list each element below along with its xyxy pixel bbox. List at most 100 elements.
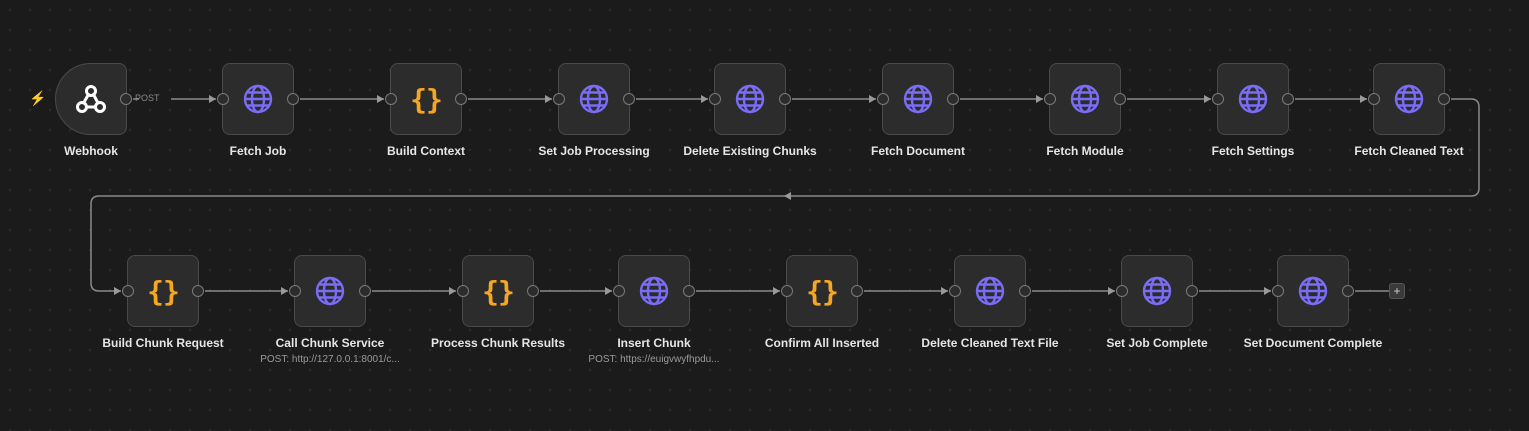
output-port[interactable]: [120, 93, 132, 105]
connection-arrow: [1264, 287, 1271, 295]
output-port[interactable]: [192, 285, 204, 297]
input-port[interactable]: [385, 93, 397, 105]
input-port[interactable]: [613, 285, 625, 297]
output-port[interactable]: [287, 93, 299, 105]
input-port[interactable]: [1272, 285, 1284, 297]
node-set-document-complete[interactable]: Set Document Complete: [1244, 255, 1382, 350]
braces-icon: {}: [410, 82, 443, 116]
node-label: Delete Cleaned Text File: [921, 336, 1059, 350]
connection-arrow: [114, 287, 121, 295]
connection-arrow: [545, 95, 552, 103]
braces-icon: {}: [147, 274, 180, 308]
globe-icon: [638, 275, 670, 307]
connection-arrow: [1204, 95, 1211, 103]
node-subtitle: POST: http://127.0.0.1:8001/c...: [260, 354, 400, 365]
webhook-icon: [74, 82, 108, 116]
input-port[interactable]: [553, 93, 565, 105]
input-port[interactable]: [877, 93, 889, 105]
node-delete-cleaned-text-file[interactable]: Delete Cleaned Text File: [921, 255, 1059, 350]
braces-icon: {}: [482, 274, 515, 308]
add-node-button[interactable]: +: [1389, 283, 1405, 299]
node-set-job-complete[interactable]: Set Job Complete: [1106, 255, 1208, 350]
output-port[interactable]: [683, 285, 695, 297]
globe-icon: [578, 83, 610, 115]
globe-icon: [902, 83, 934, 115]
output-port[interactable]: [359, 285, 371, 297]
node-label: Call Chunk Service: [275, 336, 385, 350]
connection-arrow: [773, 287, 780, 295]
input-port[interactable]: [1044, 93, 1056, 105]
node-fetch-module[interactable]: Fetch Module: [1044, 63, 1126, 158]
globe-icon: [1237, 83, 1269, 115]
node-subtitle: POST: https://euigvwyfhpdu...: [588, 354, 720, 365]
node-label: Set Job Processing: [538, 144, 650, 158]
connection-arrow: [377, 95, 384, 103]
node-build-chunk-request[interactable]: {} Build Chunk Request: [102, 255, 224, 350]
globe-icon: [1069, 83, 1101, 115]
output-port[interactable]: [947, 93, 959, 105]
node-label: Build Chunk Request: [102, 336, 224, 350]
connection-arrow: [1360, 95, 1367, 103]
node-build-context[interactable]: {}Build Context: [385, 63, 467, 158]
node-set-job-processing[interactable]: Set Job Processing: [538, 63, 650, 158]
output-port[interactable]: [455, 93, 467, 105]
connection-arrow: [449, 287, 456, 295]
output-port[interactable]: [1342, 285, 1354, 297]
output-port[interactable]: [527, 285, 539, 297]
input-port[interactable]: [781, 285, 793, 297]
node-label: Webhook: [64, 144, 118, 158]
output-port[interactable]: [779, 93, 791, 105]
output-port[interactable]: [1438, 93, 1450, 105]
input-port[interactable]: [1116, 285, 1128, 297]
node-label: Delete Existing Chunks: [683, 144, 817, 158]
input-port[interactable]: [709, 93, 721, 105]
node-fetch-job[interactable]: Fetch Job: [217, 63, 299, 158]
connection-arrow: [281, 287, 288, 295]
globe-icon: [1393, 83, 1425, 115]
globe-icon: [734, 83, 766, 115]
braces-icon: {}: [806, 274, 839, 308]
input-port[interactable]: [1212, 93, 1224, 105]
output-port[interactable]: [1282, 93, 1294, 105]
input-port[interactable]: [217, 93, 229, 105]
node-delete-existing-chunks[interactable]: Delete Existing Chunks: [683, 63, 817, 158]
output-port[interactable]: [1114, 93, 1126, 105]
connection-arrow: [701, 95, 708, 103]
node-fetch-settings[interactable]: Fetch Settings: [1212, 63, 1294, 158]
input-port[interactable]: [289, 285, 301, 297]
node-process-chunk-results[interactable]: {}Process Chunk Results: [431, 255, 565, 350]
node-label: Fetch Module: [1046, 144, 1124, 158]
output-port[interactable]: [623, 93, 635, 105]
connection-label-post: POST: [135, 93, 160, 103]
input-port[interactable]: [1368, 93, 1380, 105]
input-port[interactable]: [949, 285, 961, 297]
output-port[interactable]: [1186, 285, 1198, 297]
connection-arrow: [869, 95, 876, 103]
connection-arrow: [941, 287, 948, 295]
connection-arrow: [1036, 95, 1043, 103]
globe-icon: [1297, 275, 1329, 307]
connection-direction-arrow: [784, 192, 791, 200]
output-port[interactable]: [851, 285, 863, 297]
globe-icon: [242, 83, 274, 115]
node-label: Set Job Complete: [1106, 336, 1208, 350]
node-label: Fetch Settings: [1211, 144, 1295, 158]
output-port[interactable]: [1019, 285, 1031, 297]
node-webhook[interactable]: Webhook: [55, 63, 132, 158]
node-label: Fetch Cleaned Text: [1354, 144, 1464, 158]
node-fetch-document[interactable]: Fetch Document: [871, 63, 965, 158]
node-label: Insert Chunk: [617, 336, 691, 350]
node-fetch-cleaned-text[interactable]: Fetch Cleaned Text: [1354, 63, 1464, 158]
globe-icon: [314, 275, 346, 307]
globe-icon: [1141, 275, 1173, 307]
connection-arrow: [605, 287, 612, 295]
input-port[interactable]: [457, 285, 469, 297]
input-port[interactable]: [122, 285, 134, 297]
globe-icon: [974, 275, 1006, 307]
node-label: Set Document Complete: [1243, 336, 1383, 350]
node-confirm-all-inserted[interactable]: {}Confirm All Inserted: [765, 255, 879, 350]
connection-arrow: [1108, 287, 1115, 295]
